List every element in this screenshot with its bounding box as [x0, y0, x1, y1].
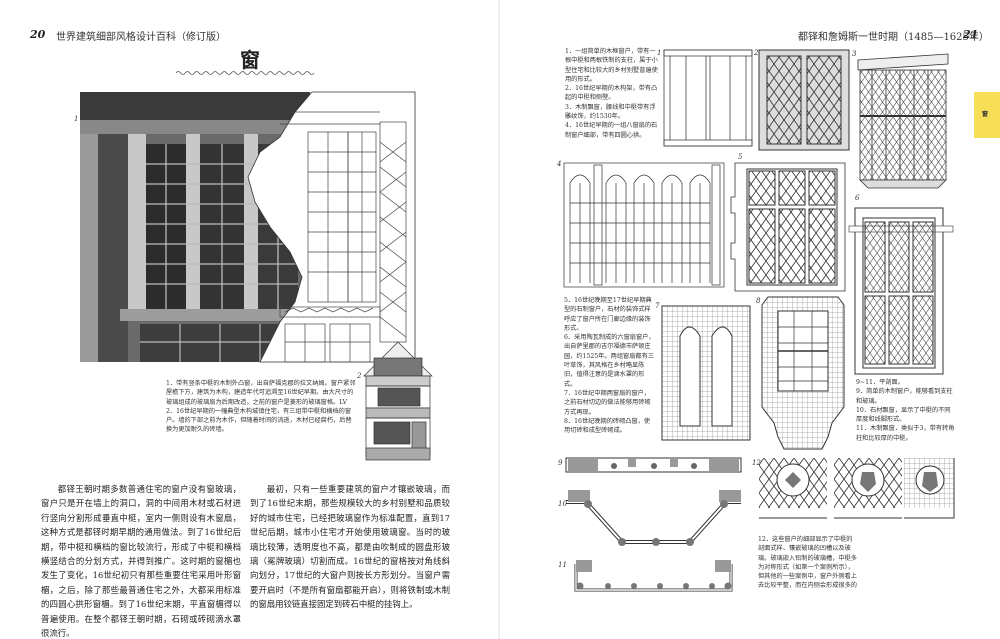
figure-7-brick-window	[661, 305, 751, 441]
figure-8-brick-bay-window	[761, 296, 845, 450]
figure-label-12: 12	[752, 459, 761, 467]
figure-5-stone-window	[730, 162, 846, 292]
figure-label-6: 6	[855, 194, 860, 202]
figure-label-11: 11	[558, 561, 567, 569]
page-number: 21	[963, 28, 979, 41]
figure-label-4: 4	[557, 160, 562, 168]
figure-12-mullion-detail-1	[759, 458, 827, 519]
caption-1: 1．带有竖条中梃的木制外凸窗，出自萨福克郡的拉文纳姆。窗户紧邻屋檐下方，建筑为木…	[166, 380, 356, 406]
figure-4-stone-window	[563, 162, 725, 288]
figure-11-plan-section	[574, 560, 733, 592]
caption-10: 10．石材飘窗，显示了中梃的不同厚度和线脚形式。	[856, 406, 951, 424]
figure-3-oriel-window	[857, 53, 949, 189]
figure-label-1: 1	[657, 49, 662, 57]
caption-2: 2．16世纪早期的一幢典型木构城镇住宅，有三组带中梃和横档的窗户。墙的下部之前为…	[166, 407, 352, 434]
caption-figs-9-11: 9~11．平剖面。 9．简单的木制窗户，能够看到支柱和玻璃。 10．石材飘窗，显…	[856, 378, 956, 443]
figure-label-5: 5	[738, 153, 743, 161]
caption-1: 1．一组简单的木框窗户，带有一根中梃和两根铁制的支柱，属于小型住宅和比较大的乡村…	[565, 48, 658, 83]
figure-label-2: 2	[754, 49, 759, 57]
figure-label-1: 1	[74, 115, 79, 123]
figure-label-3: 3	[852, 50, 857, 58]
caption-left: 1．带有竖条中梃的木制外凸窗，出自萨福克郡的拉文纳姆。窗户紧邻屋檐下方，建筑为木…	[166, 379, 356, 435]
figure-label-10: 10	[558, 500, 567, 508]
figure-label-8: 8	[756, 297, 761, 305]
figure-9-plan-section	[565, 457, 742, 473]
caption-3: 3．木制飘窗，腰线和中梃带有浮雕纹饰，约1530年。	[565, 103, 656, 121]
figure-12-mullion-detail-3	[904, 458, 955, 519]
running-title: 世界建筑细部风格设计百科（修订版）	[56, 32, 226, 43]
figure-label-9: 9	[558, 459, 563, 467]
caption-9-11: 9~11．平剖面。	[856, 379, 904, 386]
chapter-tab: 窗	[974, 92, 1000, 138]
caption-figs-1-4: 1．一组简单的木框窗户，带有一根中梃和两根铁制的支柱，属于小型住宅和比较大的乡村…	[565, 47, 659, 140]
body-column-2: 最初，只有一些重要建筑的窗户才镶嵌玻璃，而到了16世纪末期，那些规模较大的乡村别…	[250, 482, 450, 612]
window-photo-illustration	[80, 91, 416, 363]
caption-9: 9．简单的木制窗户，能够看到支柱和玻璃。	[856, 388, 953, 405]
body-paragraph-2: 最初，只有一些重要建筑的窗户才镶嵌玻璃，而到了16世纪末期，那些规模较大的乡村别…	[250, 484, 450, 610]
chapter-tab-label: 窗	[982, 111, 989, 118]
caption-6: 6．采用陶瓦制成的六窗扇窗户，出自萨里郡的吉尔福德市萨顿庄园，约1525年。两组…	[564, 334, 655, 388]
section-title: 窗	[240, 48, 260, 72]
caption-5: 5．16世纪晚期至17世纪早期典型的石制窗户，石材的装饰式样呼应了窗户所在门廊边…	[564, 297, 652, 332]
body-paragraph-1: 都铎王朝时期多数普通住宅的窗户没有窗玻璃，窗户只是开在墙上的洞口，洞的中间用木材…	[41, 484, 241, 639]
figure-10-plan-section	[566, 490, 741, 546]
caption-11: 11．木制飘窗，类似于3，带有转角柱和比较厚的中梃。	[856, 425, 955, 442]
caption-4: 4．16世纪早期的一组八窗扇的石制窗户细部，带有四圆心拱。	[565, 122, 658, 139]
caption-2: 2．16世纪早期的木构架，带有凸起的中梃和侧壁。	[565, 85, 658, 102]
figure-2-leaded-window	[758, 49, 850, 151]
page-number: 20	[30, 28, 46, 41]
figure-1-wood-window	[663, 49, 753, 147]
caption-fig-12-col1: 12．这些窗户的细部显示了中梃的剖面式样、镶嵌玻璃的凹槽以及玻璃。玻璃嵌入铅制的…	[758, 535, 858, 591]
caption-7: 7．16世纪中期两窗扇的窗户，之前石材切边的做法能够用砖砌方式再现。	[564, 389, 651, 416]
caption-12: 12．这些窗户的细部显示了中梃的剖面式样、镶嵌玻璃的凹槽以及玻璃。玻璃嵌入铅制的…	[758, 536, 857, 590]
body-column-1: 都铎王朝时期多数普通住宅的窗户没有窗玻璃，窗户只是开在墙上的洞口，洞的中间用木材…	[41, 482, 241, 639]
right-page: 都铎和詹姆斯一世时期（1485—1625年） 21 1．一组简单的木框窗户，带有…	[500, 0, 1000, 639]
running-title: 都铎和詹姆斯一世时期（1485—1625年）	[798, 32, 989, 43]
caption-8: 8．16世纪晚期的砖砌凸窗，使用切砖和成型砖砌成。	[564, 417, 651, 435]
left-page: 20 世界建筑细部风格设计百科（修订版） 窗	[30, 28, 450, 639]
figure-label-2: 2	[357, 372, 362, 380]
figure-6-terracotta-window	[848, 207, 954, 375]
wavy-divider	[175, 71, 315, 75]
caption-figs-5-8: 5．16世纪晚期至17世纪早期典型的石制窗户，石材的装饰式样呼应了窗户所在门廊边…	[564, 296, 656, 435]
figure-label-7: 7	[655, 302, 660, 310]
timber-house-illustration	[363, 341, 433, 461]
figure-12-mullion-detail-2	[834, 458, 902, 519]
